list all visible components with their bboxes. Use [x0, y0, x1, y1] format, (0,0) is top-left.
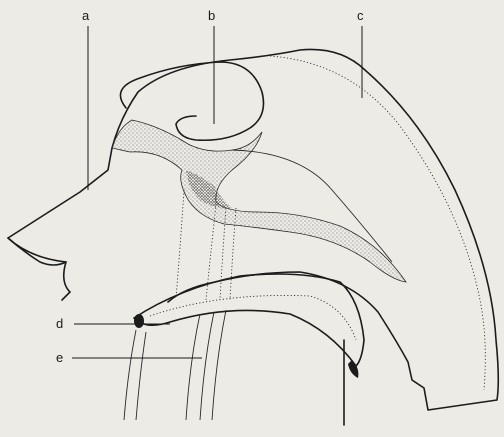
tube-left-2 [136, 332, 146, 420]
label-d: d [56, 316, 63, 331]
stippled-bridge [112, 120, 406, 282]
tube-left-1 [124, 330, 136, 420]
strand-1 [176, 190, 184, 298]
collar-left-knob [134, 314, 144, 328]
label-c: c [357, 8, 364, 23]
collar-band [134, 274, 364, 366]
label-e: e [56, 350, 63, 365]
label-b: b [208, 8, 215, 23]
collar-right-knob [348, 360, 358, 378]
outer-body-outline [8, 49, 498, 410]
tube-mid-1 [186, 314, 200, 420]
tube-mid-2 [200, 312, 214, 420]
tube-mid-3 [212, 310, 226, 420]
label-a: a [82, 8, 90, 23]
